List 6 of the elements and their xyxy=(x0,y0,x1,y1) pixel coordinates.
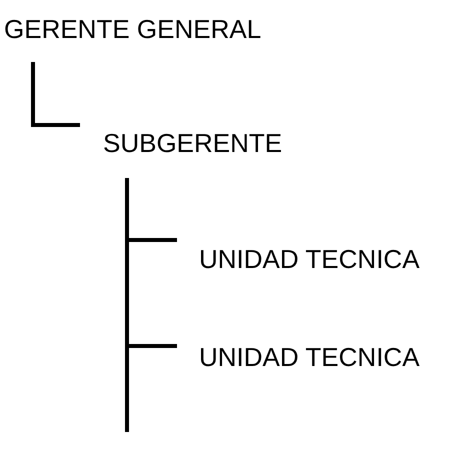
position-title: UNIDAD TECNICA xyxy=(199,244,420,274)
position-title: UNIDAD TECNICA xyxy=(199,342,420,372)
position-title: SUBGERENTE xyxy=(103,128,282,158)
connector-line xyxy=(31,62,80,127)
connector-line xyxy=(125,178,177,348)
position-title: GERENTE GENERAL xyxy=(4,14,262,44)
